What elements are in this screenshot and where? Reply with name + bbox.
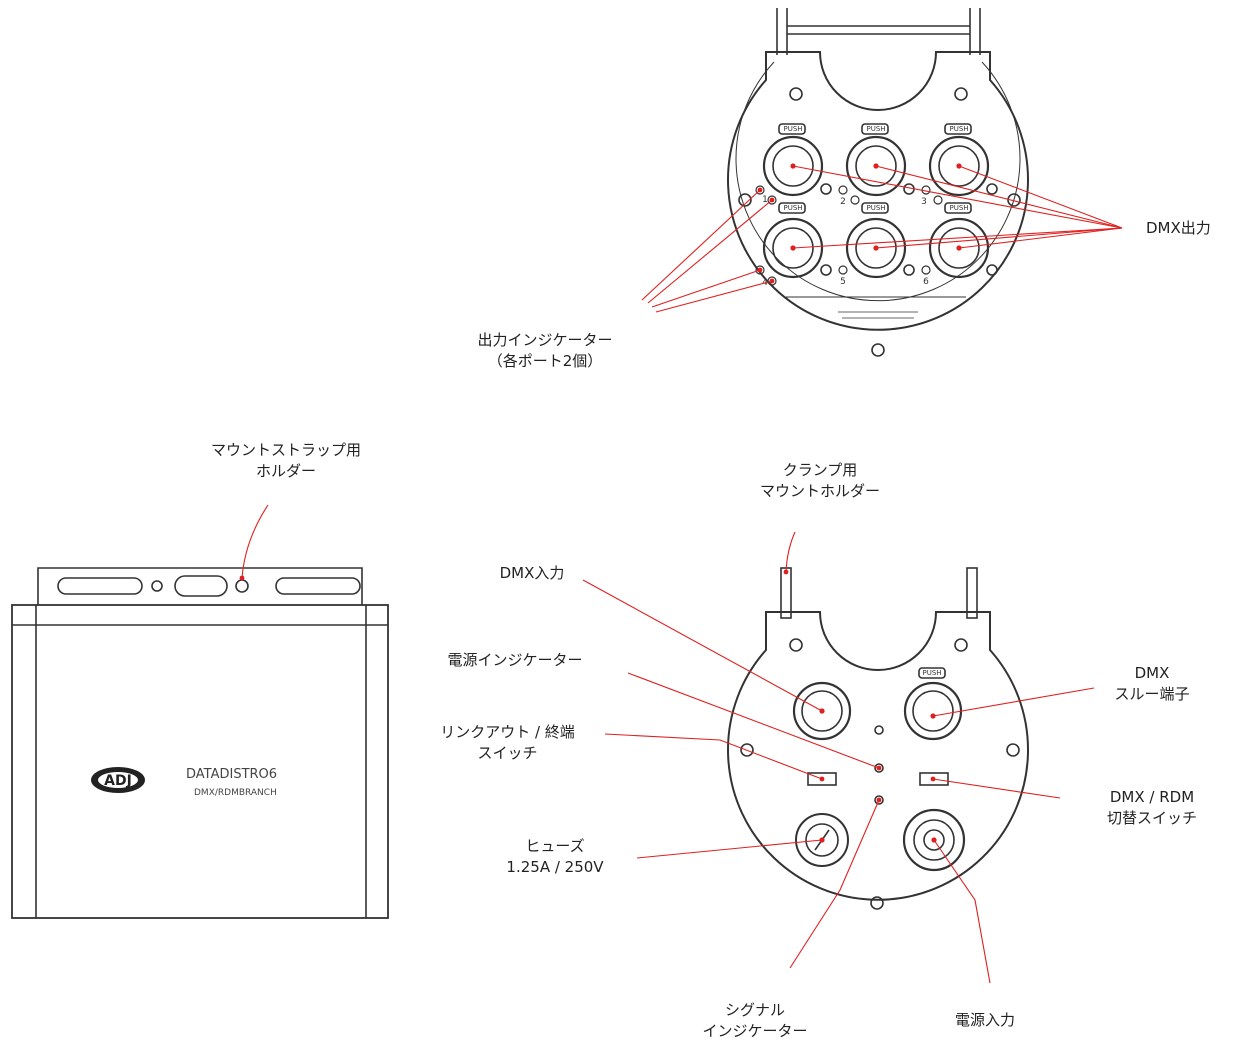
label-linkout-switch-line1: リンクアウト / 終端 [440,723,575,741]
power-led [874,763,884,773]
port-number-2: 2 [840,197,846,207]
adj-logo-text: ADJ [104,773,132,789]
label-signal-indicator: シグナル インジケーター [680,1000,830,1042]
label-dmx-output: DMX出力 [1146,219,1211,237]
label-dmx-rdm-switch-line2: 切替スイッチ [1106,809,1197,827]
callout-lines [241,165,1123,984]
model-name: DATADISTRO6 [186,767,277,782]
xlr-output-1 [762,123,832,197]
label-strap-holder-line1: マウントストラップ用 [210,441,361,459]
label-dmx-thru: DMX スルー端子 [1092,663,1212,705]
callout-dots [239,163,962,843]
adj-logo: ADJ [91,767,145,793]
label-clamp-holder-line1: クランプ用 [782,461,858,479]
port-number-5: 5 [840,277,846,287]
model-subtitle: DMX/RDMBRANCH [194,788,277,798]
label-dmx-rdm-switch: DMX / RDM 切替スイッチ [1082,787,1222,829]
xlr-output-3 [928,123,998,197]
label-dmx-input: DMX入力 [499,564,565,582]
label-output-indicator-line2: （各ポート2個） [487,352,603,370]
xlr-output-6 [928,202,998,279]
push-label-thru: PUSH [922,669,941,677]
xlr-output-2 [845,123,915,197]
power-inlet [902,808,966,872]
signal-led [874,795,884,805]
center-led [874,725,884,735]
push-label-3: PUSH [949,125,968,133]
xlr-output-4 [762,202,832,279]
label-clamp-holder-line2: マウントホルダー [759,482,880,500]
label-signal-indicator-line2: インジケーター [702,1022,808,1040]
label-power-indicator: 電源インジケーター [447,651,583,669]
label-fuse-line1: ヒューズ [525,837,585,855]
xlr-output-5 [845,202,915,279]
port-number-1: 1 [762,195,768,205]
side-view-device [11,567,389,919]
port-number-6: 6 [923,277,929,287]
output-indicator-leds [755,185,943,286]
label-signal-indicator-line1: シグナル [724,1001,785,1019]
label-dmx-rdm-switch-line1: DMX / RDM [1109,788,1195,806]
input-panel [727,567,1029,910]
label-dmx-thru-line1: DMX [1134,664,1170,682]
label-fuse-line2: 1.25A / 250V [506,858,604,876]
push-label-6: PUSH [949,204,968,212]
push-label-5: PUSH [866,204,885,212]
push-label-1: PUSH [783,125,802,133]
label-fuse: ヒューズ 1.25A / 250V [480,836,630,878]
label-strap-holder-line2: ホルダー [255,462,316,480]
label-dmx-thru-line2: スルー端子 [1114,685,1190,703]
dmx-thru-connector [903,667,963,741]
label-strap-holder: マウントストラップ用 ホルダー [176,440,396,482]
dmx-input-connector [792,681,852,741]
label-power-input: 電源入力 [954,1011,1015,1029]
label-output-indicator-line1: 出力インジケーター [477,331,613,349]
push-label-4: PUSH [783,204,802,212]
linkout-switch [807,772,837,786]
label-clamp-holder: クランプ用 マウントホルダー [720,460,920,502]
label-linkout-switch-line2: スイッチ [477,744,538,762]
label-linkout-switch: リンクアウト / 終端 スイッチ [405,722,610,764]
output-panel [727,8,1029,357]
port-number-3: 3 [921,197,927,207]
dmx-rdm-switch [919,772,949,786]
push-label-2: PUSH [866,125,885,133]
label-output-indicator: 出力インジケーター （各ポート2個） [440,330,650,372]
